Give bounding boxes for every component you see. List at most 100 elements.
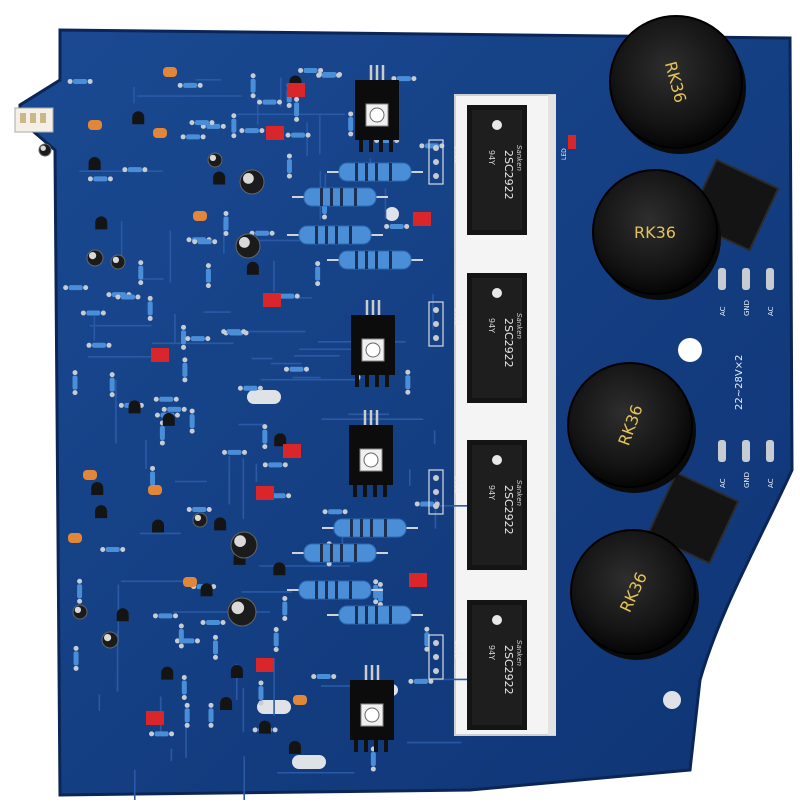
orange-part: [193, 211, 207, 221]
small-resistor: [286, 153, 292, 179]
power-led: LED: [561, 135, 576, 160]
small-resistor: [186, 506, 212, 512]
small-resistor: [282, 596, 288, 622]
small-resistor: [200, 123, 226, 129]
small-resistor: [182, 357, 188, 383]
small-transistor: [214, 517, 227, 531]
small-resistor: [138, 260, 144, 286]
transistor-label: 2SC2922: [502, 318, 515, 368]
small-resistor: [262, 462, 288, 468]
small-transistor: [128, 400, 141, 414]
small-resistor: [377, 581, 383, 607]
small-transistor: [220, 696, 233, 710]
terminal-pad: [766, 268, 774, 290]
small-resistor: [405, 369, 411, 395]
capacitor-top: [243, 173, 254, 184]
small-resistor: [348, 111, 354, 137]
transistor-pads: 2922: [428, 301, 461, 347]
terminal-label: GND: [743, 472, 751, 488]
red-smd-part: [409, 573, 427, 587]
small-resistor: [122, 167, 148, 173]
terminal-label: AC: [719, 306, 727, 316]
small-resistor: [298, 67, 324, 73]
transistor-label: 2SC2922: [502, 485, 515, 535]
small-resistor: [273, 627, 279, 653]
small-transistor: [116, 608, 129, 622]
small-resistor: [222, 449, 248, 455]
small-resistor: [86, 342, 112, 348]
small-resistor: [177, 82, 203, 88]
small-resistor: [424, 626, 430, 652]
small-resistor: [223, 211, 229, 237]
small-resistor: [208, 702, 214, 728]
orange-part: [88, 120, 102, 130]
orange-part: [183, 577, 197, 587]
small-resistor: [250, 73, 256, 99]
small-transistor: [88, 156, 101, 170]
terminal-label: AC: [767, 478, 775, 488]
small-resistor: [258, 680, 264, 706]
small-resistor: [185, 336, 211, 342]
small-transistor: [230, 665, 243, 679]
small-resistor: [257, 99, 283, 105]
transistor-maker: Sanken: [515, 480, 523, 506]
connector-label: 2922: [453, 308, 461, 326]
small-resistor: [174, 638, 200, 644]
terminal-pad: [742, 440, 750, 462]
power-resistor: [322, 518, 418, 538]
small-resistor: [178, 623, 184, 649]
red-smd-part: [263, 293, 281, 307]
power-resistor: [292, 543, 388, 563]
capacitor-top: [74, 606, 82, 614]
power-resistor: [287, 225, 383, 245]
small-resistor: [322, 509, 348, 515]
small-resistor: [147, 295, 153, 321]
small-resistor: [419, 143, 445, 149]
small-resistor: [384, 223, 410, 229]
small-transistor: [152, 519, 165, 533]
small-resistor: [77, 578, 83, 604]
small-resistor: [67, 78, 93, 84]
red-smd-part: [151, 348, 169, 362]
orange-part: [68, 533, 82, 543]
power-resistor: [327, 162, 423, 182]
small-resistor: [294, 96, 300, 122]
small-resistor: [181, 674, 187, 700]
terminal-pad: [718, 440, 726, 462]
small-resistor: [212, 634, 218, 660]
filter-capacitor: RK36: [592, 169, 721, 300]
connector-label: 2922: [453, 641, 461, 659]
red-smd-part: [256, 658, 274, 672]
red-smd-part: [283, 444, 301, 458]
capacitor-label: RK36: [634, 223, 676, 242]
small-resistor: [373, 579, 379, 605]
red-smd-part: [287, 83, 305, 97]
small-resistor: [192, 239, 218, 245]
red-smd-part: [256, 486, 274, 500]
small-resistor: [239, 128, 265, 134]
small-resistor: [87, 176, 113, 182]
transistor-date: 94Y: [487, 150, 496, 165]
trim-pot-heatsink: [350, 665, 394, 752]
transistor-pads: 2922: [428, 139, 461, 185]
small-transistor: [258, 720, 271, 734]
orange-part: [293, 695, 307, 705]
led-label: LED: [561, 148, 568, 160]
small-resistor: [315, 261, 321, 287]
heatsink-shadow: [548, 95, 556, 735]
power-resistor: [327, 250, 423, 270]
small-transistor: [213, 171, 226, 185]
small-resistor: [200, 619, 226, 625]
small-resistor: [161, 406, 187, 412]
small-resistor: [391, 76, 417, 82]
capacitor-top: [112, 256, 120, 264]
power-resistor: [287, 580, 383, 600]
connector-label: 2922: [453, 146, 461, 164]
small-resistor: [180, 134, 206, 140]
trim-pot-heatsink: [355, 65, 399, 152]
small-resistor: [152, 613, 178, 619]
signal-connector: [14, 107, 54, 133]
